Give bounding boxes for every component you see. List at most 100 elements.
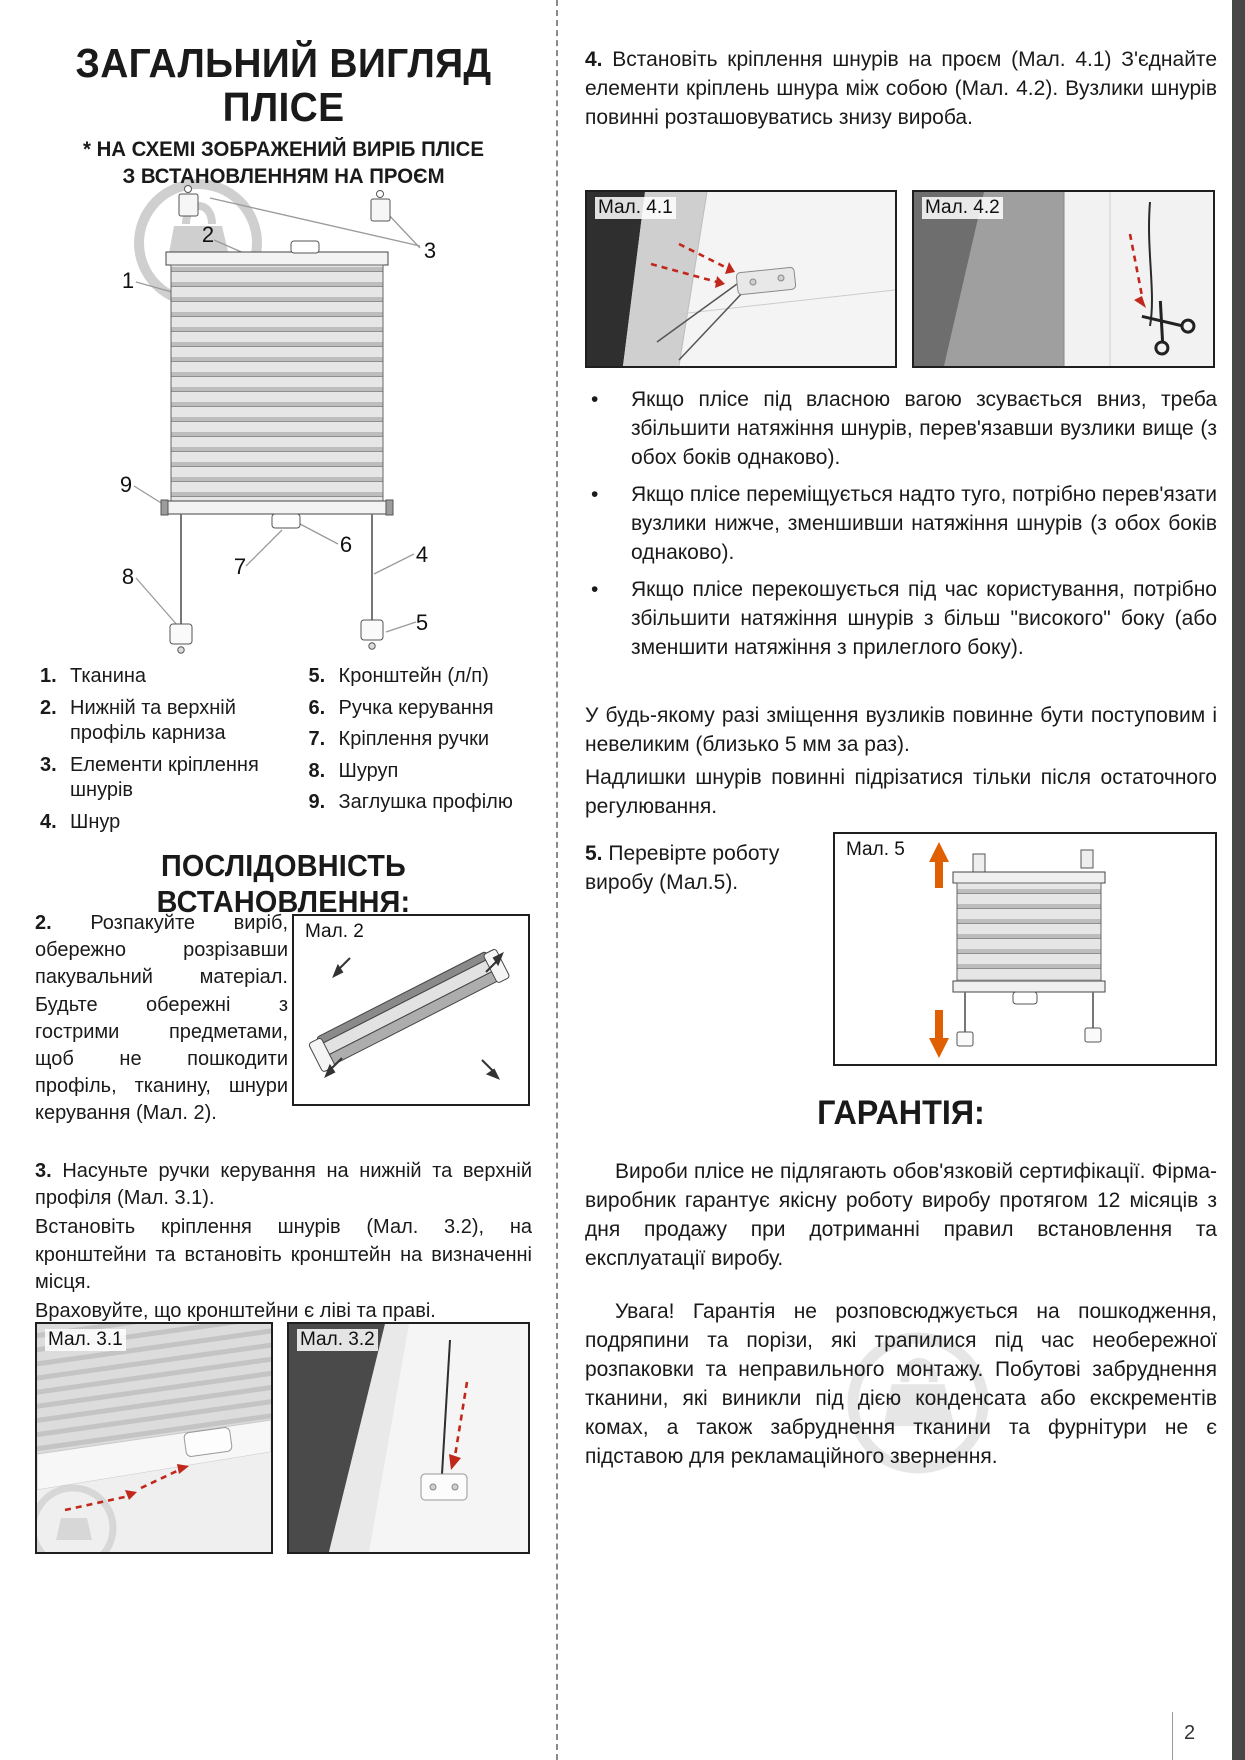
window-frame-inner <box>369 1324 528 1552</box>
callout-number: 2 <box>202 222 214 247</box>
cord <box>441 1339 451 1475</box>
step5-paragraph: 5. Перевірте роботу виробу (Мал.5). <box>585 840 823 898</box>
step3-paragraph-2: Встановіть кріплення шнурів (Мал. 3.2), … <box>35 1216 532 1293</box>
legend-item: 9. Заглушка профілю <box>309 790 532 816</box>
sill-front <box>37 1452 271 1552</box>
page-title-line: ПЛІСЕ <box>222 83 345 130</box>
glass-shadow <box>914 192 984 366</box>
control-handle-piece <box>183 1427 233 1457</box>
red-dashed-arrow <box>64 1468 180 1512</box>
bullet-text: Якщо плісе під власною вагою зсувається … <box>631 388 1217 469</box>
callout-number: 8 <box>122 564 134 589</box>
down-arrow-icon <box>929 1010 949 1058</box>
figure-4-1-box: Мал. 4.1 <box>585 190 897 368</box>
figure-4-2-label: Мал. 4.2 <box>922 197 1003 219</box>
screw-icon <box>429 1483 437 1491</box>
bullet-item: • Якщо плісе переміщується надто туго, п… <box>585 481 1217 574</box>
section-title-installation: ПОСЛІДОВНІСТЬ ВСТАНОВЛЕННЯ: <box>156 848 411 919</box>
window-frame-dark <box>289 1324 385 1552</box>
figure-4-1-label: Мал. 4.1 <box>595 197 676 219</box>
legend-number: 9. <box>308 791 326 814</box>
bullet-icon: • <box>591 577 599 601</box>
legend-item: 6. Ручка керування <box>309 696 532 722</box>
bullet-text: Якщо плісе переміщується надто туго, пот… <box>631 482 1217 564</box>
red-arrowhead <box>177 1464 189 1474</box>
column-divider <box>556 0 558 1760</box>
top-rail <box>165 251 389 266</box>
page-edge-shadow <box>1232 0 1245 1760</box>
frame-edge <box>678 192 708 366</box>
legend-item: 8. Шуруп <box>309 759 532 785</box>
page-number-divider <box>1172 1712 1173 1760</box>
legend-number: 5. <box>308 665 326 687</box>
step3-line1: Насуньте ручки керування на нижній та ве… <box>35 1160 532 1210</box>
legend-item: 3. Елементи кріплення шнурів <box>40 753 295 804</box>
shopping-bag-watermark <box>37 1484 117 1552</box>
adjustment-note: У будь-якому разі зміщення вузликів пови… <box>585 702 1217 828</box>
callout-number: 4 <box>416 542 428 567</box>
legend-label: Шнур <box>70 810 121 833</box>
legend-label: Кронштейн (л/п) <box>338 665 489 687</box>
figure-4-2-box: Мал. 4.2 <box>912 190 1215 368</box>
parts-legend: 1. Тканина 2. Нижній та верхній профіль … <box>40 664 532 842</box>
cord <box>1148 201 1153 327</box>
step5-text: Перевірте роботу виробу (Мал.5). <box>585 842 780 894</box>
step5-number: 5. <box>585 842 603 865</box>
legend-label: Шуруп <box>338 759 399 782</box>
callout-numbers: 1 2 3 9 8 7 6 4 5 <box>120 222 436 635</box>
step3-number: 3. <box>35 1160 52 1182</box>
page-number: 2 <box>1184 1722 1196 1744</box>
warranty-paragraph-1: Вироби плісе не підлягають обов'язковій … <box>585 1160 1217 1270</box>
legend-number: 6. <box>308 696 326 719</box>
legend-item: 2. Нижній та верхній профіль карниза <box>40 696 295 747</box>
step5-block: 5. Перевірте роботу виробу (Мал.5). <box>585 840 823 904</box>
end-cap-right <box>385 499 394 516</box>
packed-blind-diagram <box>308 949 510 1080</box>
step2-block: 2. Розпакуйте виріб, обережно розрізавши… <box>35 910 288 1134</box>
bullet-item: • Якщо плісе під власною вагою зсуваєтьс… <box>585 386 1217 479</box>
window-opening-dark <box>587 192 645 366</box>
red-arrowhead <box>125 1490 137 1500</box>
legend-label: Ручка керування <box>338 696 494 719</box>
warranty-paragraph-2: Увага! Гарантія не розповсюджується на п… <box>585 1299 1217 1468</box>
scissors-icon <box>1141 300 1196 356</box>
legend-number: 3. <box>40 753 57 776</box>
step4-block: 4. Встановіть кріплення шнурів на проєм … <box>585 46 1217 139</box>
red-arrowhead <box>449 1454 461 1470</box>
legend-label: Тканина <box>70 665 147 687</box>
bottom-rail <box>165 500 389 515</box>
legend-number: 7. <box>308 728 326 751</box>
sill-edge <box>678 289 895 315</box>
cord-bracket <box>420 1473 468 1501</box>
callout-lines <box>133 197 421 633</box>
figure-5-label: Мал. 5 <box>843 839 908 861</box>
subtitle-line: З ВСТАНОВЛЕННЯМ НА ПРОЄМ <box>122 165 445 189</box>
figure-3-1-box: Мал. 3.1 <box>35 1322 273 1554</box>
unfold-arrows <box>324 951 504 1080</box>
page-title-line: ЗАГАЛЬНИЙ ВИГЛЯД <box>75 40 492 86</box>
screw-icon <box>777 274 785 282</box>
page-title: ЗАГАЛЬНИЙ ВИГЛЯД ПЛІСЕ <box>47 40 519 130</box>
cord-attachment-top <box>178 185 391 222</box>
step4-text: Встановіть кріплення шнурів на проєм (Ма… <box>585 48 1217 129</box>
legend-item: 7. Кріплення ручки <box>309 727 532 753</box>
top-handle <box>290 240 320 254</box>
callout-number: 9 <box>120 472 132 497</box>
legend-column-right: 5. Кронштейн (л/п) 6. Ручка керування 7.… <box>309 664 532 842</box>
figure-3-2-box: Мал. 3.2 <box>287 1322 530 1554</box>
cord-clip-photo <box>587 192 895 366</box>
section-title-warranty: ГАРАНТІЯ: <box>817 1094 985 1132</box>
adjust-paragraph-2: Надлишки шнурів повинні підрізатися тіль… <box>585 765 1217 818</box>
warranty-block: Вироби плісе не підлягають обов'язковій … <box>585 1158 1217 1478</box>
callout-number: 5 <box>416 610 428 635</box>
legend-label: Кріплення ручки <box>338 728 490 751</box>
red-arrowhead <box>725 262 735 274</box>
legend-number: 1. <box>40 665 57 687</box>
figure-3-2-label: Мал. 3.2 <box>297 1329 378 1351</box>
page-subtitle: * НА СХЕМІ ЗОБРАЖЕНИЙ ВИРІБ ПЛІСЕ З ВСТА… <box>42 136 524 191</box>
bullet-icon: • <box>591 388 599 411</box>
step2-number: 2. <box>35 912 52 934</box>
step4-number: 4. <box>585 48 603 71</box>
callout-number: 6 <box>340 532 352 557</box>
